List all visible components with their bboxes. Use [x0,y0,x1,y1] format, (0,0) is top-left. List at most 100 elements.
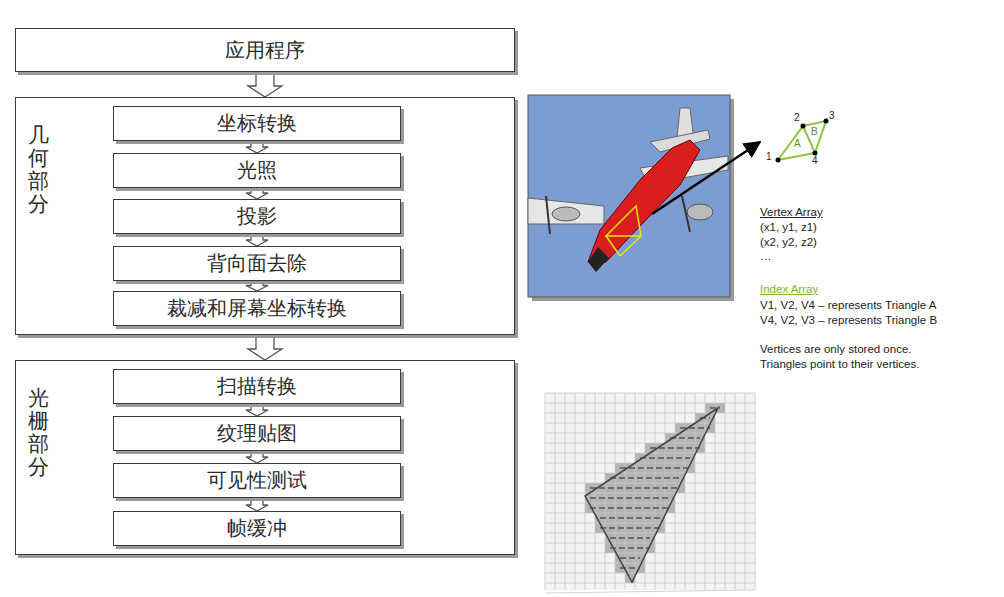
grid-line [585,393,586,590]
scan-line [620,467,690,469]
grid-line [545,393,755,394]
step-label: 裁减和屏幕坐标转换 [167,295,347,322]
flow-arrow [246,498,268,511]
grid-line [545,573,755,574]
scan-line [590,487,680,489]
scan-line [680,427,710,429]
process-box: 可见性测试 [113,463,401,498]
scan-line [590,497,670,499]
grid-line [575,393,576,590]
grid-line [545,503,755,504]
grid-line [545,523,755,524]
group-heading: 几何部分 [28,124,49,216]
grid-line [715,393,716,590]
left-engine [552,207,580,221]
stage-group: 光栅部分 扫描转换纹理贴图可见性测试帧缓冲 [15,360,515,555]
group-heading-holder: 几何部分 [28,124,49,216]
group-heading-holder: 光栅部分 [28,387,49,479]
flow-arrow [246,451,268,463]
flow-arrow [248,335,282,360]
flow-arrow [246,188,268,199]
step-label: 光照 [237,157,277,184]
flow-arrow [246,404,268,416]
process-box: 背向面去除 [113,246,401,281]
grid-line [545,423,755,424]
note-text: … [760,250,772,264]
stage-group: 几何部分 坐标转换光照投影背向面去除裁减和屏幕坐标转换 [15,97,515,335]
step-label: 扫描转换 [217,373,297,400]
step-label: 纹理贴图 [217,420,297,447]
flow-arrow [246,281,268,291]
grid-line [725,393,726,590]
nose [588,247,609,272]
grid-line [545,473,755,474]
callout-number: 4 [812,155,818,167]
note-text: (x2, y2, z2) [760,236,817,250]
scan-line [610,537,650,539]
callout-number: A [794,138,801,150]
grid-line [545,443,755,444]
grid-line [635,393,636,590]
flow-arrow [246,141,268,153]
grid-line [545,590,755,593]
process-box: 光照 [113,153,401,188]
grid-line [545,553,755,554]
raster-grid [545,393,755,593]
grid-line [735,393,736,590]
callout-number: B [811,126,818,138]
process-box: 投影 [113,199,401,234]
note-text: V1, V2, V4 – represents Triangle A [760,299,936,313]
note-text: V4, V2, V3 – represents Triangle B [760,314,937,328]
step-label: 坐标转换 [217,110,297,137]
scan-line [590,507,670,509]
process-box: 应用程序 [15,28,515,72]
vertex-dot [813,151,818,156]
scan-line [620,567,640,569]
grid-line [685,393,686,590]
grid-line [625,393,626,590]
scan-line [610,547,650,549]
process-box: 扫描转换 [113,369,401,404]
process-box: 坐标转换 [113,106,401,141]
step-label: 投影 [237,203,277,230]
mesh-edge [620,236,641,256]
process-box: 帧缓冲 [113,511,401,546]
callout-number: 1 [766,151,772,163]
callout-number: 2 [794,112,800,124]
grid-line [545,433,755,434]
step-label: 可见性测试 [207,467,307,494]
grid-line [545,493,755,494]
grid-line [665,393,666,590]
fuselage [588,140,700,262]
step-label: 应用程序 [225,37,305,64]
scan-line [600,517,660,519]
left-wing [528,198,604,224]
grid-line [545,583,755,584]
grid-line [545,463,755,464]
quad-mesh [776,119,829,163]
grid-line [545,403,755,404]
scan-line [620,557,640,559]
propeller [682,196,690,232]
airplane-figure [528,108,728,272]
grid-line [545,393,546,590]
airplane-picture [528,95,730,297]
vertex-dot [824,119,829,124]
vertex-dot [801,124,806,129]
grid-line [655,393,656,590]
step-label: 背向面去除 [207,250,307,277]
grid-ground [545,393,755,590]
scan-line [600,527,660,529]
grid-line [745,393,746,590]
scan-line [610,477,680,479]
mesh-triangle [606,206,641,236]
scan-line [640,457,690,459]
propeller [546,196,550,234]
grid-line [565,393,566,590]
grid-line [545,413,755,414]
vertex-dot [776,158,781,163]
grid-line [545,563,755,564]
grid-line [545,543,755,544]
note-text: Triangles point to their vertices. [760,358,919,372]
